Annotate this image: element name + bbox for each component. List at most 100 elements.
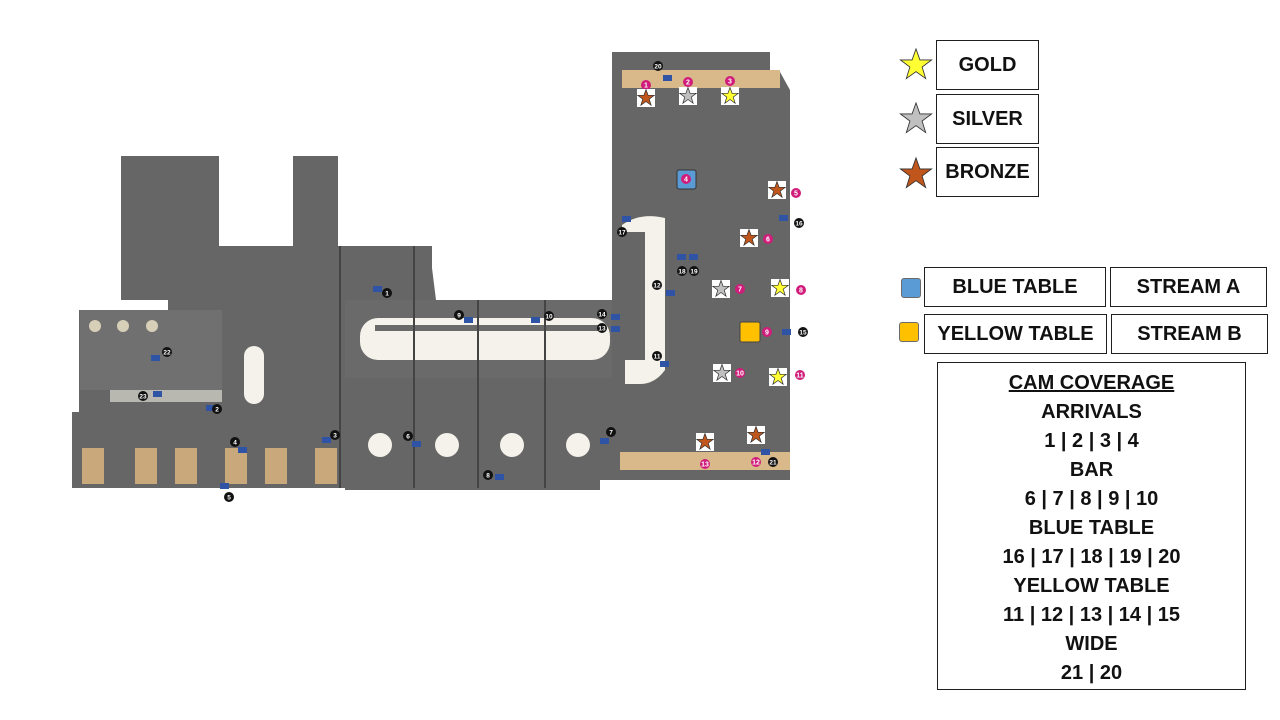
legend-bronze-label: BRONZE xyxy=(936,147,1039,197)
svg-text:1: 1 xyxy=(644,83,648,90)
coverage-group-name: BLUE TABLE xyxy=(1028,517,1155,539)
service-counter xyxy=(622,216,665,384)
cam-coverage-title: CAM COVERAGE xyxy=(1008,372,1175,394)
camera-7: 7 xyxy=(600,427,616,444)
gold-star-icon xyxy=(899,48,933,80)
yellow-table-swatch xyxy=(899,322,919,342)
camera-8: 8 xyxy=(483,470,504,480)
legend-silver-label: SILVER xyxy=(936,94,1039,144)
legend-stream-a-label: STREAM A xyxy=(1110,267,1267,307)
svg-text:1: 1 xyxy=(385,290,389,297)
svg-text:4: 4 xyxy=(233,439,237,446)
svg-text:3: 3 xyxy=(728,79,732,86)
table-marker-11: 11 xyxy=(795,370,805,380)
high-table xyxy=(244,346,264,404)
legend-blue-table-label: BLUE TABLE xyxy=(924,267,1106,307)
coverage-group-cams: 11 | 12 | 13 | 14 | 15 xyxy=(1003,604,1180,626)
legend-gold-label: GOLD xyxy=(936,40,1039,90)
svg-text:8: 8 xyxy=(486,472,490,479)
camera-19: 19 xyxy=(689,254,699,276)
table-marker-8: 8 xyxy=(796,285,806,295)
svg-text:6: 6 xyxy=(406,433,410,440)
svg-text:23: 23 xyxy=(139,393,147,400)
coverage-group-cams: 1 | 2 | 3 | 4 xyxy=(1044,430,1139,452)
table-marker-3: 3 xyxy=(725,76,735,86)
svg-text:9: 9 xyxy=(765,330,769,337)
floor-details xyxy=(80,70,790,488)
coverage-group-cams: 6 | 7 | 8 | 9 | 10 xyxy=(1024,488,1159,510)
svg-text:13: 13 xyxy=(598,325,606,332)
table-marker-5: 5 xyxy=(791,188,801,198)
camera-2: 2 xyxy=(206,404,222,414)
svg-text:11: 11 xyxy=(796,373,804,380)
camera-markers: 1 2 3 4 5 6 7 8 9 10 11 12 13 14 15 16 1… xyxy=(138,61,808,502)
camera-1: 1 xyxy=(373,286,392,298)
camera-6: 6 xyxy=(403,431,421,447)
coverage-group-cams: 16 | 17 | 18 | 19 | 20 xyxy=(1002,546,1181,568)
svg-text:9: 9 xyxy=(457,312,461,319)
round-tables xyxy=(89,320,590,457)
camera-10: 10 xyxy=(531,311,554,323)
table-stars xyxy=(637,87,789,451)
banquette-top xyxy=(622,70,780,88)
legend-stream-b-label: STREAM B xyxy=(1111,314,1268,354)
svg-text:10: 10 xyxy=(736,371,744,378)
svg-text:14: 14 xyxy=(598,311,606,318)
camera-18: 18 xyxy=(677,254,687,276)
bronze-star-icon xyxy=(899,157,933,189)
svg-text:7: 7 xyxy=(738,287,742,294)
legend-yellow-table-label: YELLOW TABLE xyxy=(924,314,1107,354)
camera-4: 4 xyxy=(230,437,247,453)
table-markers: 1 2 3 4 5 6 7 8 9 10 11 12 13 xyxy=(641,76,806,469)
svg-text:6: 6 xyxy=(766,237,770,244)
svg-text:4: 4 xyxy=(684,177,688,184)
camera-5: 5 xyxy=(220,483,234,502)
bar-back xyxy=(375,325,605,331)
camera-21: 21 xyxy=(761,449,778,467)
blue-table-swatch xyxy=(901,278,921,298)
svg-text:5: 5 xyxy=(227,494,231,501)
svg-text:19: 19 xyxy=(690,268,698,275)
bar-counter xyxy=(360,318,610,360)
camera-17: 17 xyxy=(617,216,631,237)
camera-22: 22 xyxy=(151,347,172,361)
coverage-group-cams: 21 | 20 xyxy=(1060,662,1123,684)
camera-14: 14 xyxy=(597,309,620,320)
coverage-group-name: BAR xyxy=(1069,459,1114,481)
camera-11: 11 xyxy=(652,351,669,367)
svg-text:20: 20 xyxy=(654,63,662,70)
camera-23: 23 xyxy=(138,391,162,401)
camera-16: 16 xyxy=(779,215,804,228)
svg-text:2: 2 xyxy=(215,406,219,413)
svg-text:8: 8 xyxy=(799,288,803,295)
svg-text:16: 16 xyxy=(795,220,803,227)
table-marker-9: 9 xyxy=(739,321,772,343)
table-marker-10: 10 xyxy=(735,368,745,378)
camera-3: 3 xyxy=(322,430,340,443)
camera-20: 20 xyxy=(653,61,672,81)
coverage-group-name: ARRIVALS xyxy=(1041,401,1142,423)
cam-coverage-panel: CAM COVERAGE ARRIVALS 1 | 2 | 3 | 4 BAR … xyxy=(937,362,1246,690)
svg-text:2: 2 xyxy=(686,80,690,87)
camera-9: 9 xyxy=(454,310,473,323)
table-marker-4: 4 xyxy=(676,169,697,190)
svg-text:3: 3 xyxy=(333,432,337,439)
table-marker-12: 12 xyxy=(751,457,761,467)
camera-12: 12 xyxy=(652,280,675,296)
svg-text:15: 15 xyxy=(799,329,807,336)
table-marker-13: 13 xyxy=(700,459,710,469)
table-marker-2: 2 xyxy=(683,77,693,87)
table-marker-1: 1 xyxy=(641,80,651,90)
camera-13: 13 xyxy=(597,323,620,333)
coverage-group-name: WIDE xyxy=(1065,633,1118,655)
table-marker-7: 7 xyxy=(735,284,745,294)
svg-text:5: 5 xyxy=(794,191,798,198)
camera-15: 15 xyxy=(782,327,808,337)
svg-text:10: 10 xyxy=(545,313,553,320)
partitions xyxy=(339,246,546,488)
svg-text:13: 13 xyxy=(701,462,709,469)
silver-star-icon xyxy=(899,102,933,134)
svg-text:17: 17 xyxy=(618,229,626,236)
booths xyxy=(82,448,337,484)
